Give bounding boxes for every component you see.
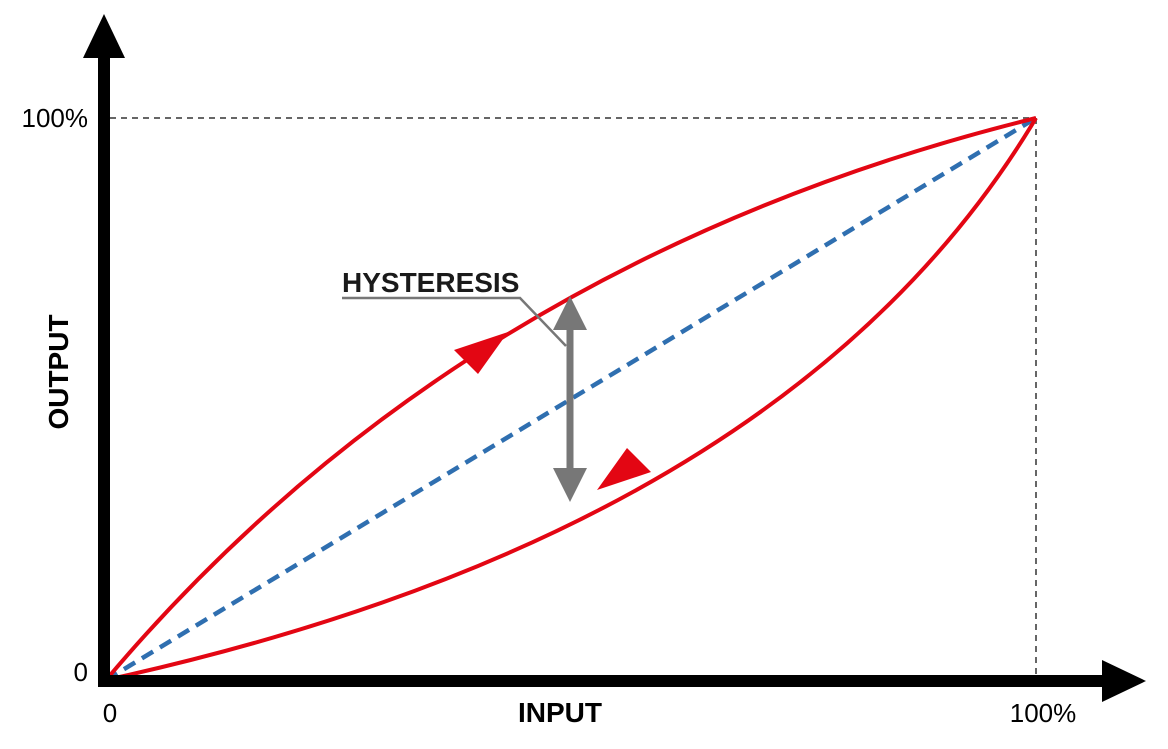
increasing-direction-arrow bbox=[454, 332, 508, 374]
x-tick-min: 0 bbox=[103, 698, 117, 728]
increasing-curve bbox=[104, 116, 1037, 682]
decreasing-direction-arrow bbox=[597, 448, 651, 490]
y-axis-title: OUTPUT bbox=[43, 314, 74, 429]
y-tick-min: 0 bbox=[74, 657, 88, 687]
decreasing-curve bbox=[105, 116, 1038, 682]
hysteresis-callout-leader bbox=[342, 296, 567, 347]
ideal-linear-line bbox=[104, 116, 1038, 682]
x-axis-title: INPUT bbox=[518, 697, 602, 728]
hysteresis-span-arrow-up bbox=[553, 296, 587, 330]
y-tick-max: 100% bbox=[22, 103, 89, 133]
y-axis-arrowhead bbox=[83, 14, 125, 58]
x-axis-arrowhead bbox=[1102, 660, 1146, 702]
x-tick-max: 100% bbox=[1010, 698, 1077, 728]
hysteresis-span-arrow-down bbox=[553, 468, 587, 502]
hysteresis-label: HYSTERESIS bbox=[342, 267, 519, 298]
